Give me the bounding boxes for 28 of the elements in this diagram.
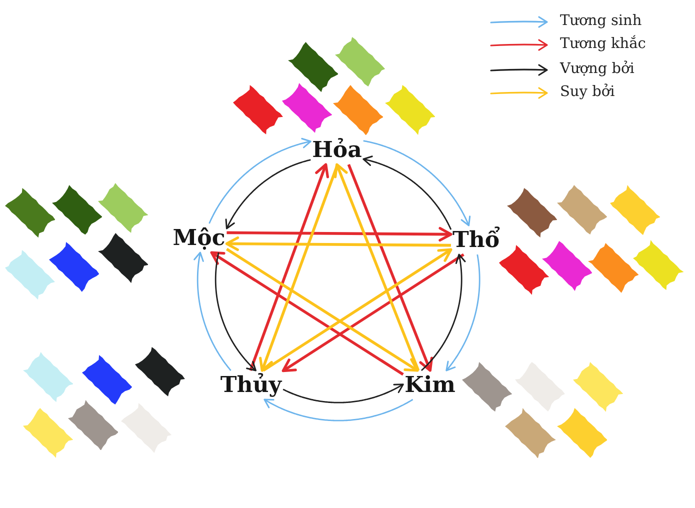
curved-arrow xyxy=(282,384,404,404)
element-label: Mộc xyxy=(172,225,226,251)
legend-label: Vượng bởi xyxy=(560,60,634,78)
element-label: Thủy xyxy=(220,372,282,398)
element-label: Thổ xyxy=(452,227,500,253)
legend-label: Tương khắc xyxy=(560,35,646,53)
curved-arrow xyxy=(363,140,471,226)
curved-arrow xyxy=(362,156,452,230)
arrow xyxy=(282,253,464,372)
curved-arrow xyxy=(264,398,414,422)
arrow xyxy=(347,164,433,372)
arrow xyxy=(226,248,419,372)
legend-label: Tương sinh xyxy=(560,12,642,30)
curved-arrow xyxy=(420,254,466,372)
arrow xyxy=(249,163,329,371)
element-label: Hỏa xyxy=(312,137,362,163)
arrow xyxy=(262,248,452,372)
curved-arrow xyxy=(446,254,480,372)
arrow xyxy=(210,251,404,376)
legend-label: Suy bởi xyxy=(560,83,615,101)
element-label: Kim xyxy=(404,372,456,398)
curved-arrow xyxy=(214,252,256,372)
curved-arrow xyxy=(225,159,311,230)
curved-arrow xyxy=(208,138,312,224)
arrow xyxy=(226,226,452,242)
arrow xyxy=(334,163,420,372)
arrow xyxy=(225,236,451,252)
curved-arrow xyxy=(194,252,232,371)
